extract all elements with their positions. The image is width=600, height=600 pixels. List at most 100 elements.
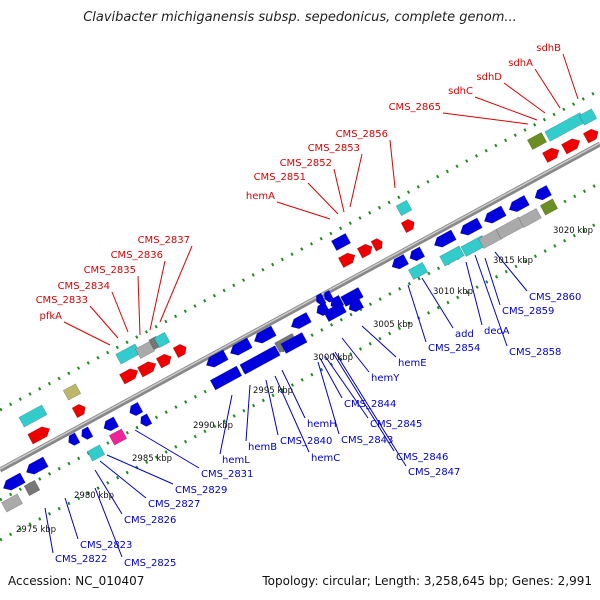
gene-feature[interactable] <box>539 198 559 216</box>
forward-gene-label[interactable]: sdhD <box>476 72 502 83</box>
gene-feature[interactable] <box>66 432 81 447</box>
gene-feature[interactable] <box>134 340 156 360</box>
reverse-gene-label[interactable]: CMS_2823 <box>80 540 132 551</box>
gene-feature[interactable] <box>71 402 88 419</box>
gene-feature[interactable] <box>395 199 413 217</box>
reverse-gene-label[interactable]: CMS_2825 <box>124 558 176 569</box>
gene-feature[interactable] <box>541 145 561 164</box>
reverse-gene-label[interactable]: deoA <box>484 326 510 337</box>
forward-gene-label[interactable]: CMS_2853 <box>308 143 360 154</box>
gene-feature[interactable] <box>79 426 94 441</box>
gene-feature[interactable] <box>138 413 153 428</box>
gene-feature[interactable] <box>323 301 347 323</box>
gene-feature[interactable] <box>172 342 189 359</box>
gene-feature[interactable] <box>432 229 457 250</box>
gene-feature[interactable] <box>407 261 429 281</box>
reverse-gene-label[interactable]: hemL <box>222 455 250 466</box>
gene-feature[interactable] <box>1 472 26 493</box>
reverse-gene-label[interactable]: hemC <box>311 453 340 464</box>
gene-feature[interactable] <box>18 404 48 428</box>
gene-feature[interactable] <box>86 444 106 462</box>
gene-feature[interactable] <box>370 237 385 252</box>
forward-gene-label[interactable]: CMS_2852 <box>280 158 332 169</box>
gene-feature[interactable] <box>209 365 243 391</box>
forward-gene-label[interactable]: pfkA <box>40 311 63 322</box>
forward-gene-label[interactable]: sdhC <box>448 86 473 97</box>
gene-feature[interactable] <box>239 345 281 375</box>
gene-feature[interactable] <box>532 184 553 202</box>
gene-feature[interactable] <box>526 131 548 151</box>
gene-feature[interactable] <box>389 253 410 271</box>
reverse-gene-label[interactable]: CMS_2844 <box>344 399 396 410</box>
gene-feature[interactable] <box>482 205 507 226</box>
gene-feature[interactable] <box>1 493 23 513</box>
reverse-gene-label[interactable]: CMS_2831 <box>201 469 253 480</box>
reverse-gene-label[interactable]: CMS_2822 <box>55 554 107 565</box>
gene-feature[interactable] <box>289 311 312 331</box>
gene-feature[interactable] <box>280 332 308 354</box>
forward-gene-label[interactable]: CMS_2835 <box>84 265 136 276</box>
reverse-gene-label[interactable]: CMS_2845 <box>370 419 422 430</box>
gene-feature[interactable] <box>578 108 598 126</box>
gene-shape <box>534 184 553 201</box>
gene-feature[interactable] <box>507 194 530 214</box>
gene-feature[interactable] <box>228 337 253 358</box>
gene-feature[interactable] <box>407 246 426 263</box>
gene-feature[interactable] <box>544 112 586 142</box>
gene-feature[interactable] <box>340 286 364 308</box>
gene-feature[interactable] <box>314 292 327 306</box>
reverse-gene-label[interactable]: hemE <box>398 358 427 369</box>
reverse-gene-label[interactable]: CMS_2843 <box>341 435 393 446</box>
gene-feature[interactable] <box>330 232 352 252</box>
gene-feature[interactable] <box>518 207 542 229</box>
reverse-gene-label[interactable]: add <box>455 329 474 340</box>
gene-feature[interactable] <box>322 289 335 303</box>
gene-feature[interactable] <box>478 228 502 250</box>
gene-feature[interactable] <box>337 250 357 269</box>
gene-feature[interactable] <box>101 416 120 433</box>
gene-feature[interactable] <box>458 217 483 238</box>
reverse-gene-label[interactable]: CMS_2854 <box>428 343 480 354</box>
forward-gene-label[interactable]: CMS_2836 <box>111 250 163 261</box>
reverse-gene-label[interactable]: CMS_2860 <box>529 292 581 303</box>
gene-feature[interactable] <box>27 424 53 445</box>
gene-feature[interactable] <box>127 401 144 417</box>
gene-feature[interactable] <box>204 349 229 370</box>
gene-feature[interactable] <box>137 359 158 378</box>
reverse-gene-label[interactable]: CMS_2859 <box>502 306 554 317</box>
gene-feature[interactable] <box>108 428 128 446</box>
forward-gene-label[interactable]: hemA <box>246 191 275 202</box>
gene-feature[interactable] <box>346 297 365 314</box>
reverse-gene-label[interactable]: hemH <box>307 419 337 430</box>
gene-feature[interactable] <box>356 242 375 259</box>
reverse-gene-label[interactable]: CMS_2846 <box>396 452 448 463</box>
gene-feature[interactable] <box>119 366 140 385</box>
reverse-gene-label[interactable]: CMS_2827 <box>148 499 200 510</box>
gene-feature[interactable] <box>582 127 600 144</box>
gene-feature[interactable] <box>155 352 174 369</box>
forward-gene-label[interactable]: CMS_2833 <box>36 295 88 306</box>
gene-feature[interactable] <box>23 479 41 497</box>
gene-feature[interactable] <box>439 245 465 267</box>
reverse-gene-label[interactable]: hemB <box>248 442 277 453</box>
forward-gene-label[interactable]: CMS_2865 <box>389 102 441 113</box>
forward-gene-label[interactable]: CMS_2856 <box>336 129 388 140</box>
reverse-gene-label[interactable]: CMS_2829 <box>175 485 227 496</box>
reverse-gene-label[interactable]: CMS_2840 <box>280 436 332 447</box>
forward-gene-label[interactable]: CMS_2834 <box>58 281 110 292</box>
gene-feature[interactable] <box>115 343 141 365</box>
reverse-gene-label[interactable]: hemY <box>371 373 400 384</box>
gene-feature[interactable] <box>400 217 417 234</box>
reverse-gene-label[interactable]: CMS_2847 <box>408 467 460 478</box>
reverse-gene-label[interactable]: CMS_2858 <box>509 347 561 358</box>
forward-gene-label[interactable]: CMS_2851 <box>254 172 306 183</box>
gene-feature[interactable] <box>153 331 171 349</box>
forward-gene-label[interactable]: sdhA <box>508 58 533 69</box>
forward-gene-label[interactable]: CMS_2837 <box>138 235 190 246</box>
gene-feature[interactable] <box>561 136 582 155</box>
gene-feature[interactable] <box>62 383 82 401</box>
gene-feature[interactable] <box>252 325 277 346</box>
forward-gene-label[interactable]: sdhB <box>536 43 561 54</box>
gene-feature[interactable] <box>24 456 49 477</box>
reverse-gene-label[interactable]: CMS_2826 <box>124 515 176 526</box>
